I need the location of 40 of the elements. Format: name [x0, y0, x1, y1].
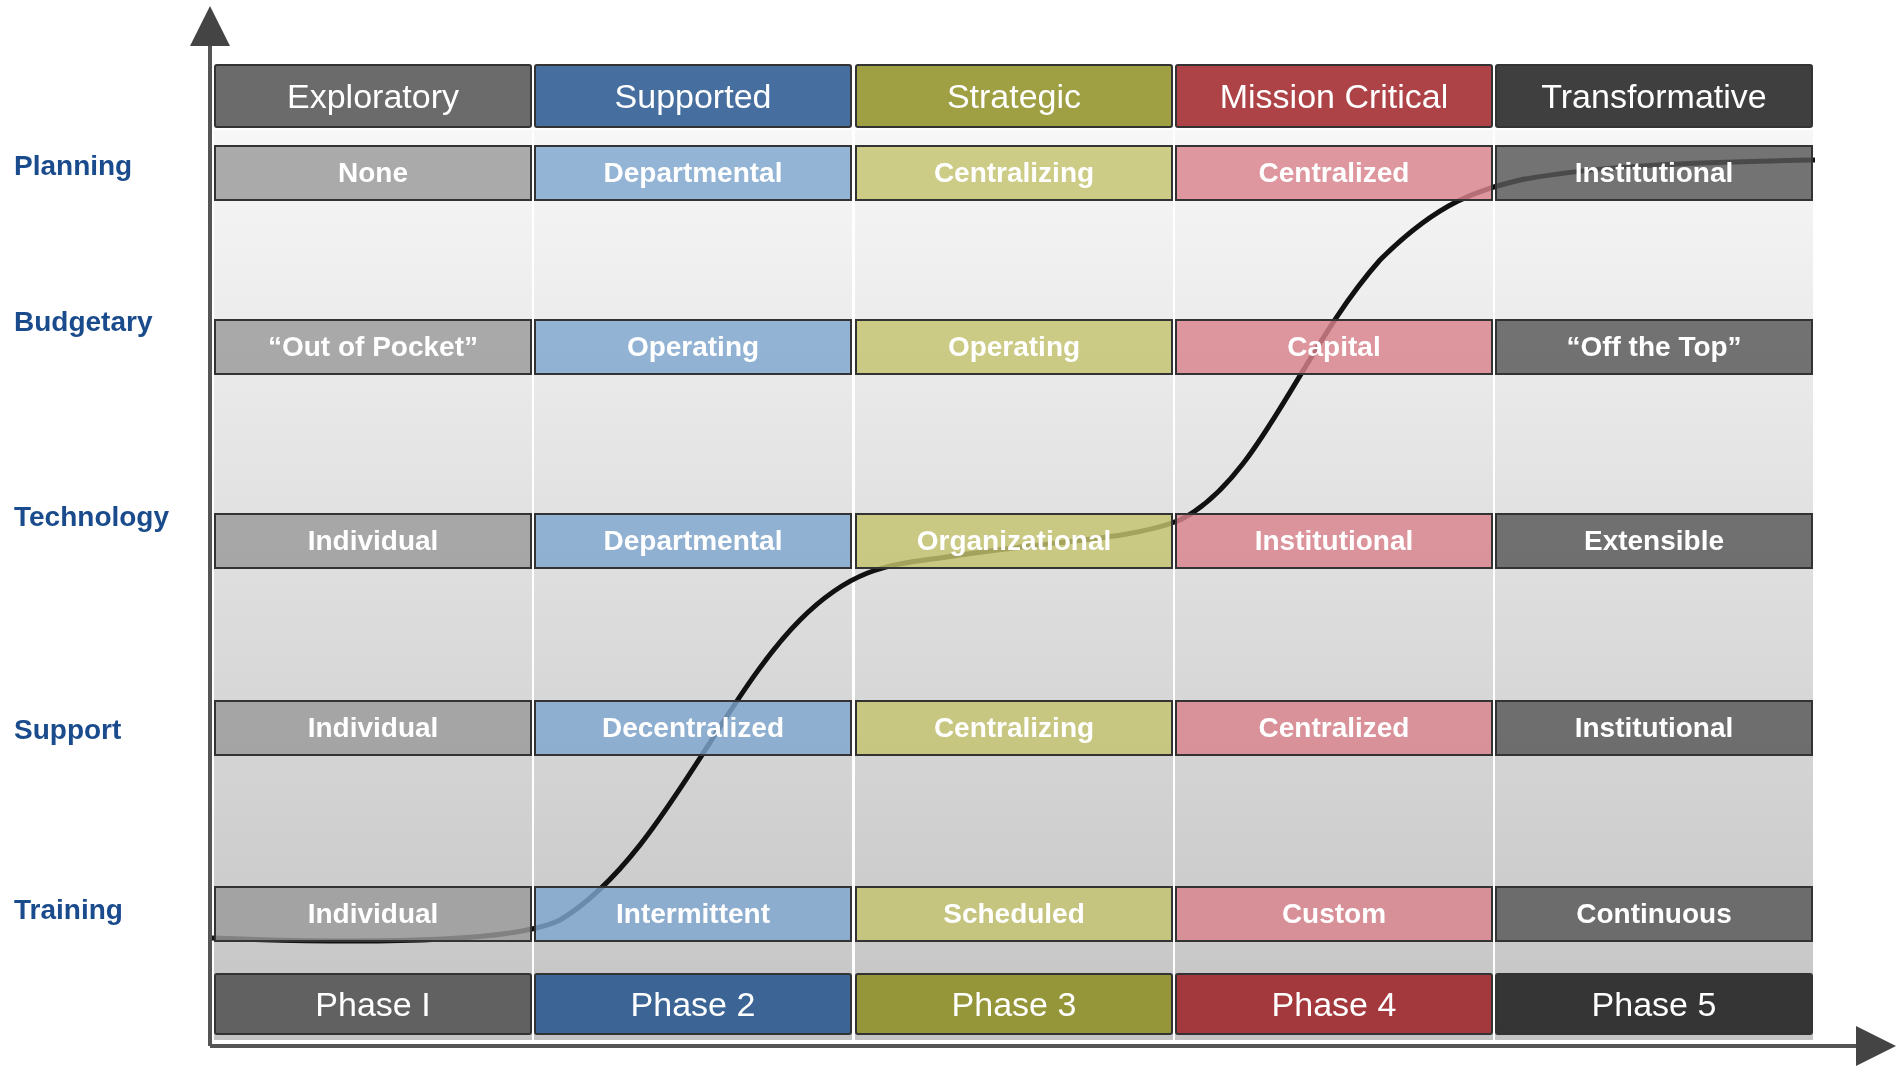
matrix-cell: Centralizing — [855, 145, 1173, 201]
matrix-cell: Intermittent — [534, 886, 852, 942]
matrix-cell: Custom — [1175, 886, 1493, 942]
row-label: Planning — [14, 150, 133, 182]
matrix-cell: Individual — [214, 886, 532, 942]
stage-header: Supported — [534, 64, 852, 128]
matrix-cell: Continuous — [1495, 886, 1813, 942]
row-label: Support — [14, 714, 122, 746]
stage-header: Phase 5 — [1495, 973, 1813, 1035]
matrix-cell: “Off the Top” — [1495, 319, 1813, 375]
matrix-cell: Capital — [1175, 319, 1493, 375]
matrix-cell: Centralizing — [855, 700, 1173, 756]
stage-header: Phase 4 — [1175, 973, 1493, 1035]
matrix-cell: Individual — [214, 700, 532, 756]
row-label: Training — [14, 894, 123, 926]
matrix-cell: “Out of Pocket” — [214, 319, 532, 375]
stage-header: Phase 2 — [534, 973, 852, 1035]
matrix-cell: None — [214, 145, 532, 201]
matrix-cell: Organizational — [855, 513, 1173, 569]
stage-header: Exploratory — [214, 64, 532, 128]
matrix-cell: Operating — [534, 319, 852, 375]
row-label: Technology — [14, 501, 170, 533]
matrix-cell: Institutional — [1495, 145, 1813, 201]
matrix-cell: Departmental — [534, 513, 852, 569]
matrix-cell: Extensible — [1495, 513, 1813, 569]
matrix-cell: Decentralized — [534, 700, 852, 756]
row-label: Budgetary — [14, 306, 153, 338]
stage-header: Transformative — [1495, 64, 1813, 128]
stage-header: Phase I — [214, 973, 532, 1035]
matrix-cell: Centralized — [1175, 145, 1493, 201]
stage-header: Strategic — [855, 64, 1173, 128]
matrix-cell: Operating — [855, 319, 1173, 375]
matrix-cell: Departmental — [534, 145, 852, 201]
matrix-cell: Scheduled — [855, 886, 1173, 942]
stage-header: Mission Critical — [1175, 64, 1493, 128]
matrix-cell: Institutional — [1495, 700, 1813, 756]
matrix-cell: Centralized — [1175, 700, 1493, 756]
matrix-cell: Institutional — [1175, 513, 1493, 569]
matrix-cell: Individual — [214, 513, 532, 569]
stage-header: Phase 3 — [855, 973, 1173, 1035]
